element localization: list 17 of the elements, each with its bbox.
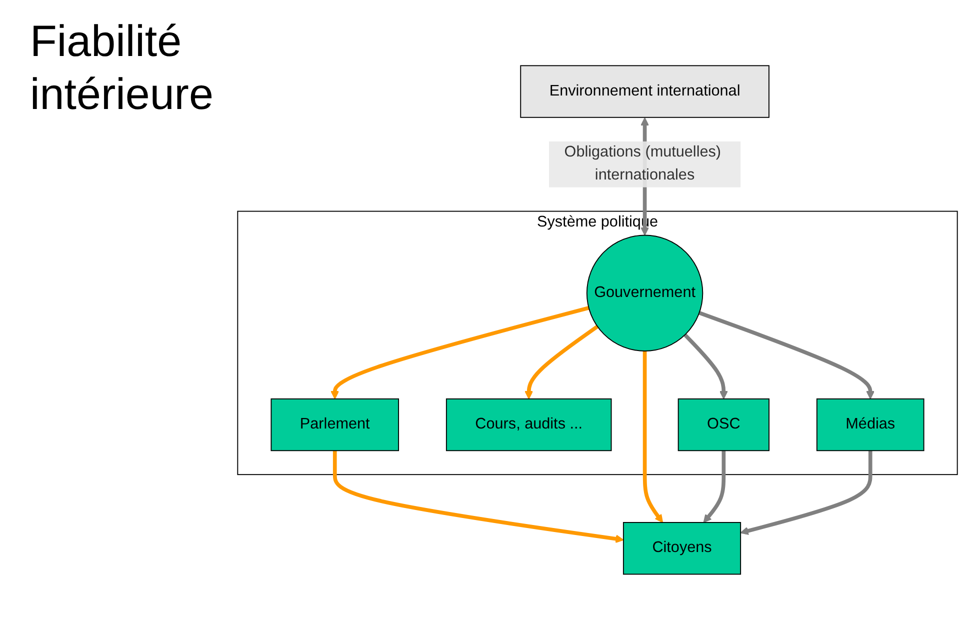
node-box: Parlement [270,398,400,451]
node-circle: Gouvernement [586,234,704,352]
node-box: Cours, audits ... [446,398,612,451]
edge-label: Obligations (mutuelles) internationales [564,144,722,184]
arrow [330,306,590,399]
title: Fiabilité intérieure [29,16,214,121]
arrow [703,450,726,522]
node-box: Médias [816,398,924,451]
node-box: Environnement international [520,64,770,118]
arrow [740,450,872,535]
arrow [642,350,664,522]
node-box: OSC [678,398,770,451]
arrow [332,450,624,543]
arrow [524,324,599,399]
arrow [684,333,728,399]
node-box: Citoyens [622,522,742,574]
arrow [698,310,875,399]
